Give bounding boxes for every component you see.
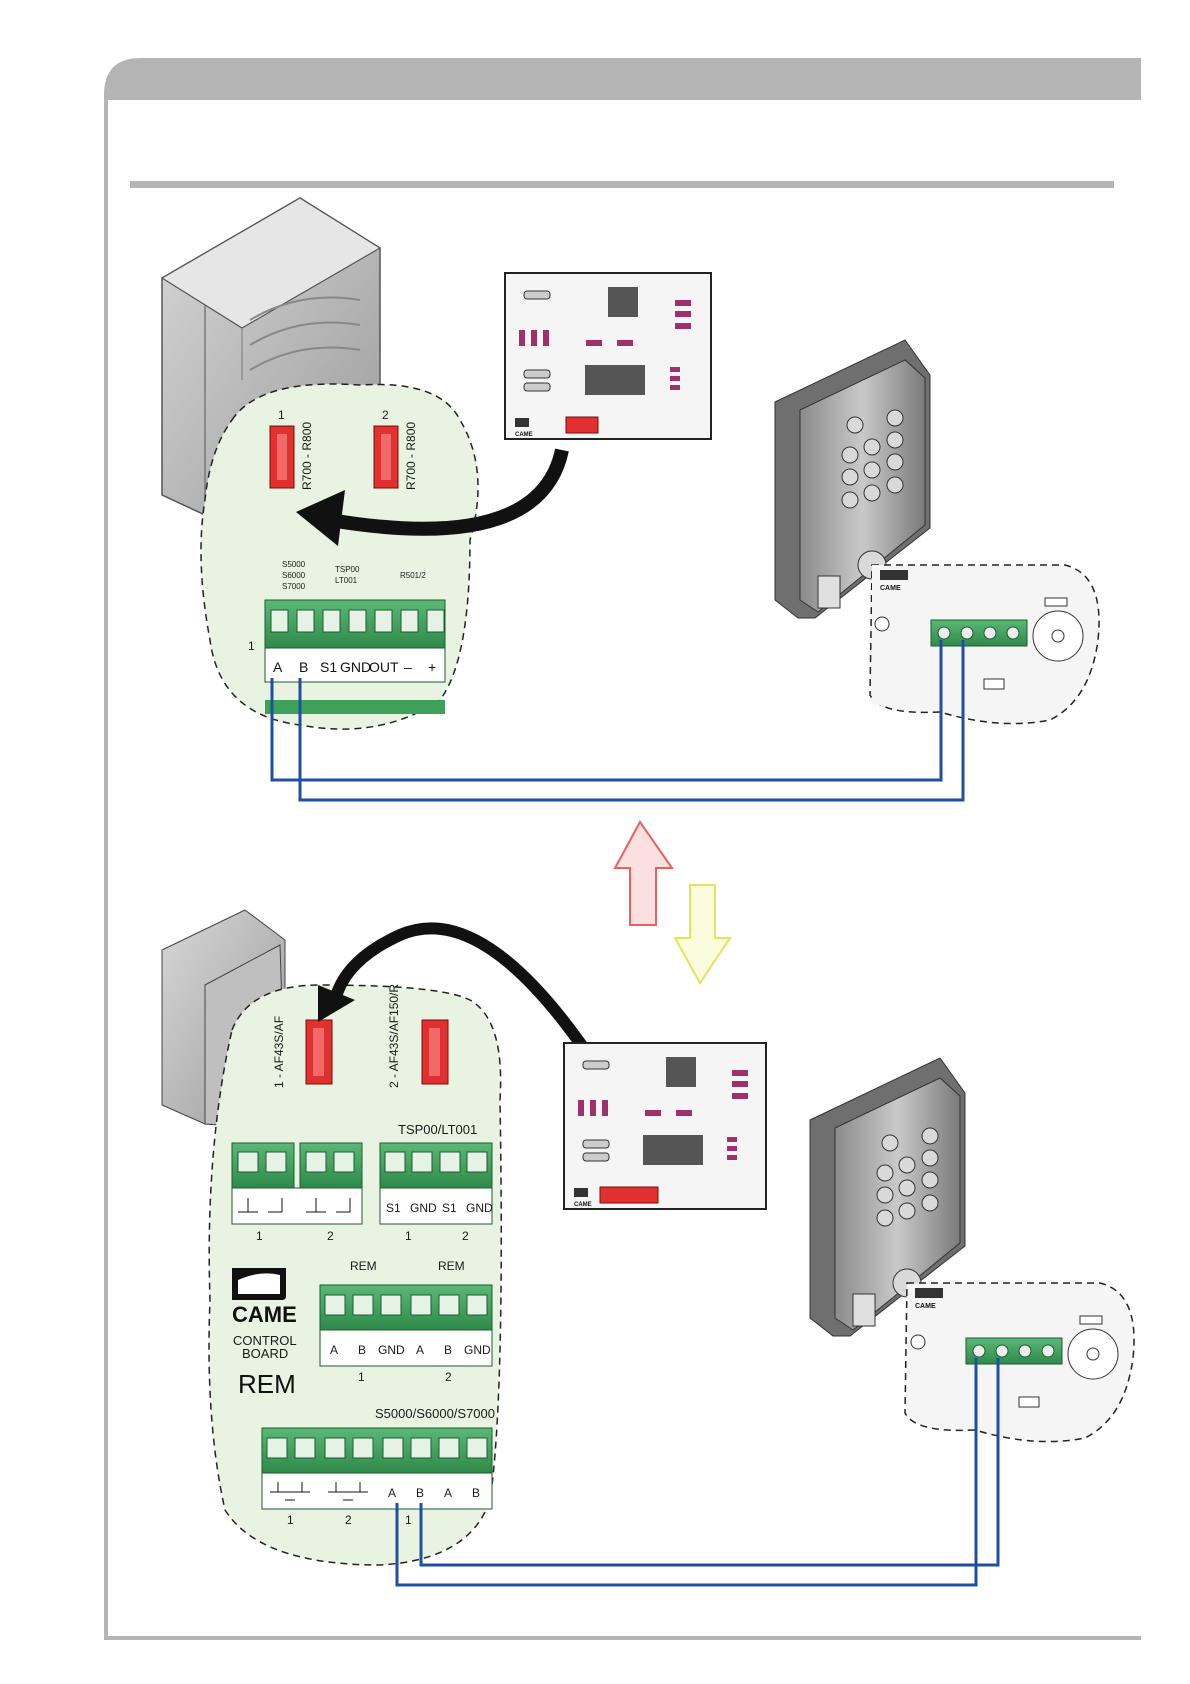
came-logo-icon	[232, 1268, 286, 1300]
s-group-number-1: 1	[287, 1513, 294, 1527]
bus-label-s6000: S6000	[282, 571, 306, 580]
exchange-arrows	[615, 822, 730, 983]
s-series-header: S5000/S6000/S7000	[375, 1406, 495, 1421]
rem-terminal-a-2: A	[416, 1343, 424, 1357]
tsp-terminal-gnd-1: GND	[410, 1201, 437, 1215]
red-connector-af-1	[306, 1020, 332, 1084]
rem-group-number-2: 2	[445, 1370, 452, 1384]
bottom-wiring-diagram: 1 - AF43S/AF 2 - AF43S/AF150/R 1 2 TSP00…	[162, 910, 1134, 1585]
tsp-group-number-2: 2	[462, 1229, 469, 1243]
rem-header-2: REM	[438, 1259, 465, 1273]
arrow-down-icon	[675, 885, 730, 983]
tsp-header: TSP00/LT001	[398, 1122, 477, 1137]
terminal-out: OUT	[369, 659, 399, 675]
rem-terminal-a-1: A	[330, 1343, 338, 1357]
rem-terminal-gnd-1: GND	[378, 1343, 405, 1357]
rem-terminal-b-2: B	[444, 1343, 452, 1357]
keypad-logo-top: CAME	[880, 585, 901, 592]
red-connector-slot-2	[374, 426, 398, 488]
card-logo-top: CAME	[515, 432, 533, 438]
tsp-terminal-gnd-2: GND	[466, 1201, 493, 1215]
bus-label-s7000: S7000	[282, 582, 306, 591]
brand-name: CAME	[232, 1302, 297, 1327]
bottom-border	[104, 1636, 1141, 1640]
bus-label-r501-2: R501/2	[400, 571, 426, 580]
decoder-card-top: CAME	[505, 273, 711, 439]
s-group-number-2: 2	[345, 1513, 352, 1527]
terminal-b: B	[299, 659, 308, 675]
bus-label-lt001: LT001	[335, 576, 358, 585]
tsp-group-number-1: 1	[405, 1229, 412, 1243]
s-series-terminal-block	[262, 1428, 492, 1509]
section-rule	[130, 181, 1114, 188]
terminal-plus: +	[428, 659, 436, 675]
bus-label-s5000: S5000	[282, 560, 306, 569]
s-terminal-a-1: A	[388, 1486, 396, 1500]
s-terminal-a-2: A	[444, 1486, 452, 1500]
earth-group-number-1: 1	[256, 1229, 263, 1243]
tsp-terminal-s1-2: S1	[442, 1201, 457, 1215]
board-name: REM	[238, 1369, 296, 1399]
terminal-gnd: GND	[340, 659, 371, 675]
s-terminal-b-2: B	[472, 1486, 480, 1500]
left-border	[104, 100, 108, 1640]
decoder-card-bottom: CAME	[564, 1043, 766, 1209]
red-connector-slot-1	[270, 426, 294, 488]
tsp-terminal-s1-1: S1	[386, 1201, 401, 1215]
earth-group-number-2: 2	[327, 1229, 334, 1243]
terminal-minus: –	[404, 659, 412, 675]
slot-number-2: 2	[382, 408, 389, 422]
rem-header-1: REM	[350, 1259, 377, 1273]
slot-1-label: R700 - R800	[300, 422, 314, 490]
slot-number-1: 1	[278, 408, 285, 422]
s-group-number-3: 1	[405, 1513, 412, 1527]
rem-group-number-1: 1	[358, 1370, 365, 1384]
arrow-up-icon	[615, 822, 672, 925]
card-logo-bottom: CAME	[574, 1202, 592, 1208]
s-terminal-b-1: B	[416, 1486, 424, 1500]
terminal-a: A	[273, 659, 283, 675]
terminal-row-number: 1	[248, 639, 255, 653]
board-line-2: BOARD	[242, 1346, 288, 1361]
slot-af-1-label: 1 - AF43S/AF	[272, 1016, 286, 1088]
red-connector-af-2	[422, 1020, 448, 1084]
terminal-s1: S1	[320, 659, 337, 675]
keypad-logo-bottom: CAME	[915, 1303, 936, 1310]
rem-terminal-b-1: B	[358, 1343, 366, 1357]
slot-af-2-label: 2 - AF43S/AF150/R	[387, 984, 401, 1088]
rem-terminal-gnd-2: GND	[464, 1343, 491, 1357]
slot-2-label: R700 - R800	[404, 422, 418, 490]
bus-label-tsp00: TSP00	[335, 565, 360, 574]
top-wiring-diagram: 1 2 R700 - R800 R700 - R800 S5000 S6000 …	[162, 198, 1099, 800]
